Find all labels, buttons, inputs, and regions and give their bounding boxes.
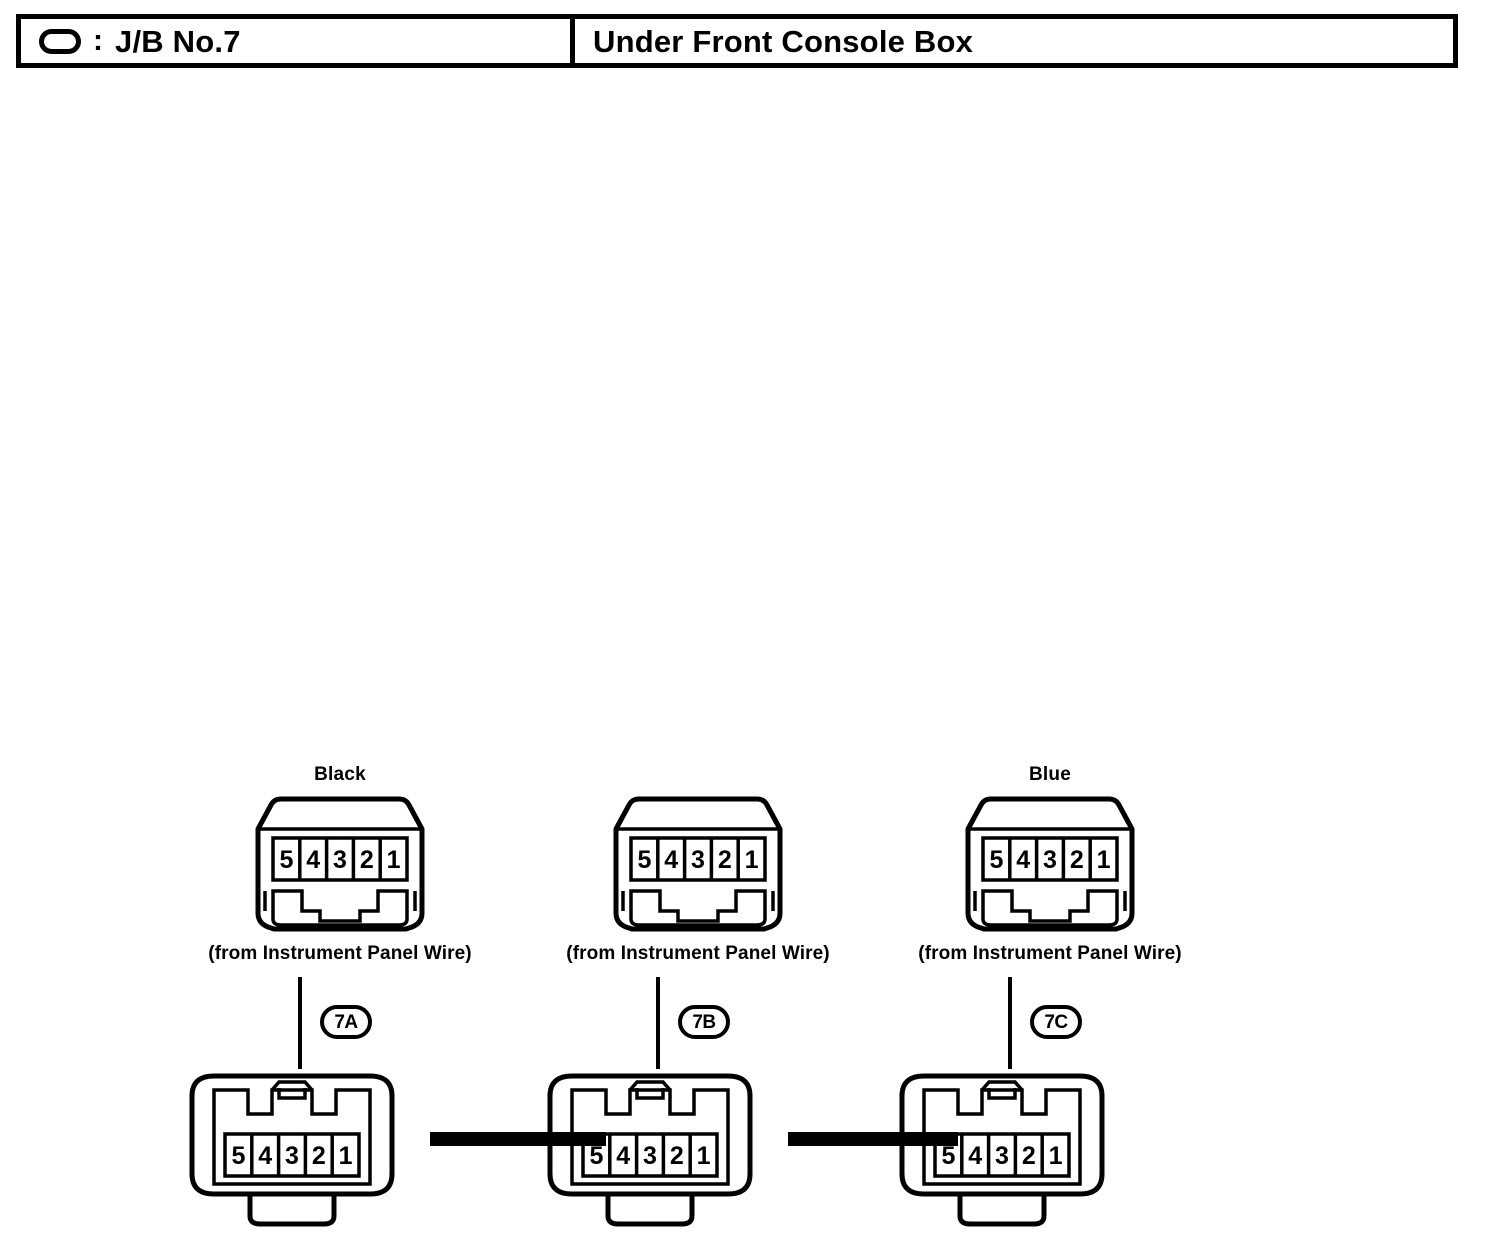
connector-code-text-7c: 7C [1044,1011,1068,1033]
connector-code-text-7a: 7A [334,1011,358,1033]
svg-text:2: 2 [1022,1142,1036,1170]
svg-text:4: 4 [968,1142,982,1170]
connector-color-label-7a: Black [314,764,366,785]
bottom-connector-7c[interactable]: 5 4 3 2 1 [894,1066,1110,1246]
pin-row-bottom-7b: 5 4 3 2 1 [581,1132,719,1178]
connector-group-7a: Black 5 4 3 2 1 [170,0,510,1246]
svg-text:1: 1 [1049,1142,1063,1170]
svg-text:4: 4 [664,846,678,874]
leader-line-7b [656,977,660,1069]
header-separator: : [93,24,103,57]
svg-text:5: 5 [637,846,651,874]
header-location-label: Under Front Console Box [593,23,974,59]
connector-code-badge-7a[interactable]: 7A [320,1005,372,1039]
pin-row-bottom-7a: 5 4 3 2 1 [223,1132,361,1178]
svg-text:4: 4 [616,1142,630,1170]
svg-text:3: 3 [1043,846,1057,874]
connector-source-label-7c: (from Instrument Panel Wire) [918,943,1182,964]
header-jb-label: J/B No.7 [115,23,241,59]
bottom-connector-7a[interactable]: 5 4 3 2 1 [184,1066,400,1246]
svg-text:1: 1 [697,1142,711,1170]
svg-text:3: 3 [643,1142,657,1170]
svg-text:5: 5 [989,846,1003,874]
harness-wire-7b-7c [788,1132,958,1146]
pin-row-top-7b: 5 4 3 2 1 [629,836,767,882]
bottom-connector-7b[interactable]: 5 4 3 2 1 [542,1066,758,1246]
harness-wire-7a-7b [430,1132,606,1146]
svg-text:1: 1 [339,1142,353,1170]
pin-row-top-7c: 5 4 3 2 1 [981,836,1119,882]
svg-text:2: 2 [360,846,374,874]
svg-text:4: 4 [306,846,320,874]
svg-text:5: 5 [231,1142,245,1170]
svg-text:1: 1 [1097,846,1111,874]
svg-text:2: 2 [718,846,732,874]
svg-text:3: 3 [995,1142,1009,1170]
header-left-cell: : J/B No.7 [21,19,575,63]
svg-text:2: 2 [1070,846,1084,874]
leader-line-7c [1008,977,1012,1069]
svg-text:4: 4 [1016,846,1030,874]
svg-text:5: 5 [589,1142,603,1170]
svg-text:2: 2 [670,1142,684,1170]
svg-text:1: 1 [387,846,401,874]
svg-text:5: 5 [941,1142,955,1170]
connector-code-badge-7b[interactable]: 7B [678,1005,730,1039]
connector-color-label-7c: Blue [1029,764,1071,785]
header-right-cell: Under Front Console Box [575,19,1453,63]
svg-text:2: 2 [312,1142,326,1170]
top-connector-7b[interactable]: 5 4 3 2 1 [613,795,783,935]
pin-row-bottom-7c: 5 4 3 2 1 [933,1132,1071,1178]
oval-icon [39,28,81,54]
top-connector-7c[interactable]: 5 4 3 2 1 [965,795,1135,935]
svg-text:3: 3 [691,846,705,874]
connector-source-label-7b: (from Instrument Panel Wire) [566,943,830,964]
connector-source-label-7a: (from Instrument Panel Wire) [208,943,472,964]
pin-row-top-7a: 5 4 3 2 1 [271,836,409,882]
svg-text:1: 1 [745,846,759,874]
connector-code-text-7b: 7B [692,1011,716,1033]
header-bar: : J/B No.7 Under Front Console Box [16,14,1458,68]
leader-line-7a [298,977,302,1069]
svg-text:3: 3 [285,1142,299,1170]
connector-group-7b: 5 4 3 2 1 (from Instrument Panel Wire) 7… [528,0,868,1246]
svg-text:3: 3 [333,846,347,874]
top-connector-7a[interactable]: 5 4 3 2 1 [255,795,425,935]
connector-group-7c: Blue 5 4 3 2 1 [880,0,1220,1246]
svg-text:4: 4 [258,1142,272,1170]
svg-text:5: 5 [279,846,293,874]
connector-code-badge-7c[interactable]: 7C [1030,1005,1082,1039]
